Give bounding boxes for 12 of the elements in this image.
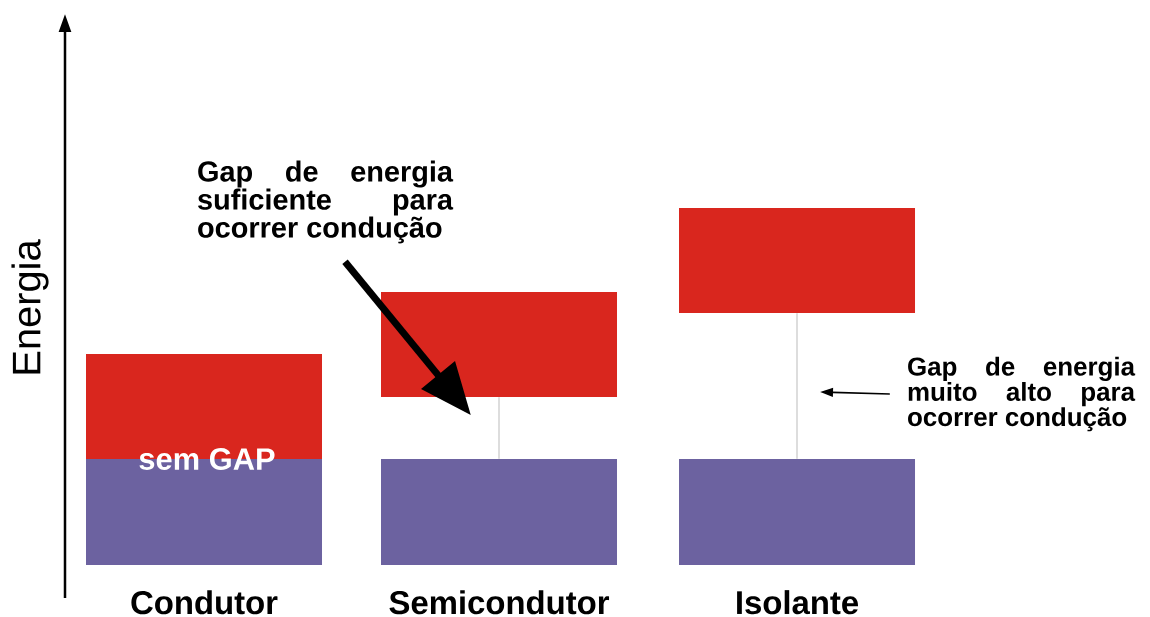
material-label: Semicondutor	[389, 590, 610, 615]
gap-line	[796, 312, 798, 460]
valence-band	[381, 459, 617, 565]
gap-line	[498, 396, 500, 460]
material-label: Isolante	[737, 590, 858, 615]
callout-text: Gap de energia suficiente para ocorrer condução	[198, 160, 454, 244]
valence-band	[679, 459, 915, 565]
callout-text: Gap de energia muito alto para ocorrer condução	[908, 356, 1136, 432]
conduction-band	[381, 292, 617, 397]
conduction-band	[679, 208, 915, 313]
axis-label: Energia	[11, 239, 49, 374]
material-label: Condutor	[131, 590, 278, 615]
